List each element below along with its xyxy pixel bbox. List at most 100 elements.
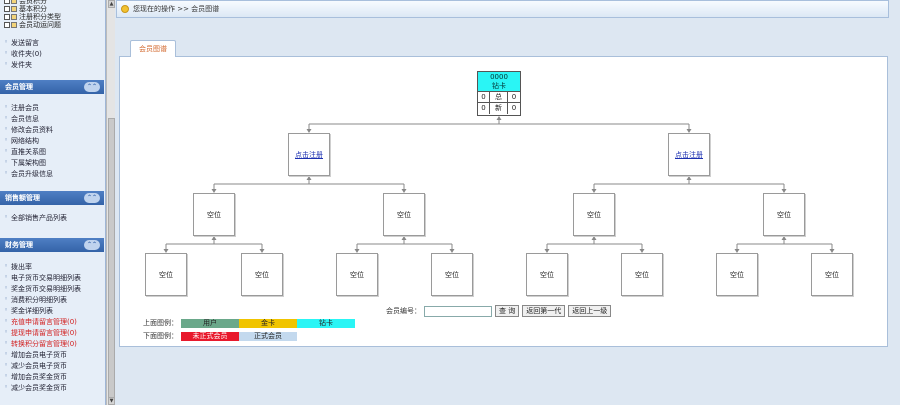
- sidebar-message-list: 发送留言收件夹(0)发件夹: [3, 37, 103, 71]
- member-level: 钻卡: [492, 82, 506, 90]
- sidebar-section-finance[interactable]: 财务管理 ⌃⌃: [0, 238, 104, 252]
- register-link[interactable]: 点击注册: [295, 150, 323, 159]
- empty-position-node[interactable]: 空位: [383, 193, 425, 236]
- sidebar-finance-item[interactable]: 减少会员电子货币: [3, 360, 103, 372]
- legend-swatch-official-member: 正式会员: [239, 331, 297, 341]
- member-code: 0000: [490, 73, 508, 81]
- empty-position-node[interactable]: 空位: [716, 253, 758, 296]
- empty-position-node[interactable]: 空位: [621, 253, 663, 296]
- collapse-icon[interactable]: ⌃⌃: [84, 193, 100, 203]
- sidebar-sales-list: 全部销售产品列表: [3, 212, 103, 224]
- empty-position-node[interactable]: 空位: [526, 253, 568, 296]
- sidebar-message-item[interactable]: 发件夹: [3, 59, 103, 71]
- sidebar-finance-list: 拨出率电子货币交易明细列表奖金货币交易明细列表消费积分明细列表奖金详细列表充值申…: [3, 261, 103, 394]
- empty-position-node[interactable]: 空位: [811, 253, 853, 296]
- sidebar-finance-item[interactable]: 充值申请留言管理(0): [3, 316, 103, 328]
- legend-swatch-unofficial-member: 未正式会员: [181, 331, 239, 341]
- sidebar-member-list: 注册会员会员信息修改会员资料网络结构直推关系图下属架构图会员升级信息: [3, 102, 103, 180]
- sidebar-member-item[interactable]: 直推关系图: [3, 146, 103, 158]
- folder-icon: [11, 22, 17, 28]
- section-title: 财务管理: [5, 241, 33, 249]
- checkbox[interactable]: [4, 14, 10, 20]
- lower-legend: 下面图例： 未正式会员 正式会员: [143, 331, 297, 341]
- sidebar-finance-item[interactable]: 拨出率: [3, 261, 103, 273]
- section-title: 销售额管理: [5, 194, 40, 202]
- sidebar-finance-item[interactable]: 转换积分留言管理(0): [3, 338, 103, 350]
- empty-position-node[interactable]: 空位: [763, 193, 805, 236]
- sidebar-checkbox-list: 会员积分基本积分注册积分类型会员动运问题: [4, 0, 104, 29]
- checkbox-label: 会员动运问题: [19, 21, 61, 29]
- sidebar-member-item[interactable]: 注册会员: [3, 102, 103, 114]
- collapse-icon[interactable]: ⌃⌃: [84, 240, 100, 250]
- right-new: 0: [511, 104, 517, 112]
- sidebar-finance-item[interactable]: 奖金货币交易明细列表: [3, 283, 103, 295]
- sidebar-finance-item[interactable]: 减少会员奖金货币: [3, 382, 103, 394]
- empty-position-node[interactable]: 空位: [193, 193, 235, 236]
- sidebar-member-item[interactable]: 下属架构图: [3, 157, 103, 169]
- checkbox[interactable]: [4, 22, 10, 28]
- member-number-input[interactable]: [424, 305, 492, 317]
- member-search: 会员编号： 查 询 返回第一代 返回上一级: [386, 305, 612, 317]
- legend-label: 下面图例：: [143, 332, 178, 340]
- empty-position-node[interactable]: 空位: [336, 253, 378, 296]
- empty-position-node[interactable]: 空位: [573, 193, 615, 236]
- sidebar-message-item[interactable]: 发送留言: [3, 37, 103, 49]
- checkbox[interactable]: [4, 0, 10, 4]
- left-total: 0: [478, 92, 490, 103]
- sidebar-member-item[interactable]: 会员升级信息: [3, 168, 103, 180]
- tab-member-tree[interactable]: 会员图谱: [130, 40, 176, 57]
- left-new: 0: [478, 103, 490, 114]
- checkbox[interactable]: [4, 6, 10, 12]
- register-node[interactable]: 点击注册: [668, 133, 710, 176]
- empty-position-node[interactable]: 空位: [431, 253, 473, 296]
- checkbox-label: 会员积分: [19, 0, 47, 5]
- sidebar-finance-item[interactable]: 增加会员电子货币: [3, 349, 103, 361]
- sidebar-section-member[interactable]: 会员管理 ⌃⌃: [0, 80, 104, 94]
- sidebar-finance-item[interactable]: 电子货币交易明细列表: [3, 272, 103, 284]
- empty-position-node[interactable]: 空位: [241, 253, 283, 296]
- sidebar-finance-item[interactable]: 增加会员奖金货币: [3, 371, 103, 383]
- section-title: 会员管理: [5, 83, 33, 91]
- folder-icon: [11, 6, 17, 12]
- scrollbar-thumb[interactable]: [108, 118, 115, 398]
- search-label: 会员编号：: [386, 307, 421, 315]
- folder-icon: [11, 0, 17, 4]
- back-one-level-button[interactable]: 返回上一级: [568, 305, 612, 317]
- empty-position-node[interactable]: 空位: [145, 253, 187, 296]
- sidebar-section-sales[interactable]: 销售额管理 ⌃⌃: [0, 191, 104, 205]
- sidebar-finance-item[interactable]: 提现申请留言管理(0): [3, 327, 103, 339]
- sidebar-member-item[interactable]: 网络结构: [3, 135, 103, 147]
- sidebar-scrollbar[interactable]: ▲ ▼: [106, 0, 115, 405]
- bulb-icon: [121, 5, 129, 13]
- sidebar-finance-item[interactable]: 奖金详细列表: [3, 305, 103, 317]
- sidebar-checkbox-row[interactable]: 注册积分类型: [4, 13, 104, 21]
- sidebar-member-item[interactable]: 会员信息: [3, 113, 103, 125]
- legend-swatch-gold-card: 金卡: [239, 318, 297, 328]
- sidebar-checkbox-row[interactable]: 会员动运问题: [4, 21, 104, 29]
- legend-swatch-diamond-card: 钻卡: [297, 318, 355, 328]
- legend-swatch-user: 用户: [181, 318, 239, 328]
- sidebar-message-item[interactable]: 收件夹(0): [3, 48, 103, 60]
- sidebar-finance-item[interactable]: 消费积分明细列表: [3, 294, 103, 306]
- back-to-first-generation-button[interactable]: 返回第一代: [522, 305, 566, 317]
- collapse-icon[interactable]: ⌃⌃: [84, 82, 100, 92]
- root-member-node[interactable]: 0000 钻卡 0 总 0 0 新 0: [477, 71, 521, 116]
- scroll-up-arrow-icon[interactable]: ▲: [108, 0, 115, 8]
- right-total: 0: [508, 92, 520, 103]
- sidebar-checkbox-row[interactable]: 会员积分: [4, 0, 104, 5]
- checkbox-label: 注册积分类型: [19, 13, 61, 21]
- sidebar-sales-item[interactable]: 全部销售产品列表: [3, 212, 103, 224]
- breadcrumb-bar: 您现在的操作 >> 会员图谱: [116, 0, 889, 18]
- sidebar-checkbox-row[interactable]: 基本积分: [4, 5, 104, 13]
- register-link[interactable]: 点击注册: [675, 150, 703, 159]
- breadcrumb: 您现在的操作 >> 会员图谱: [133, 5, 220, 13]
- search-button[interactable]: 查 询: [495, 305, 520, 317]
- total-label: 总: [490, 92, 508, 103]
- folder-icon: [11, 14, 17, 20]
- upper-legend: 上面图例： 用户 金卡 钻卡: [143, 318, 355, 328]
- sidebar-member-item[interactable]: 修改会员资料: [3, 124, 103, 136]
- register-node[interactable]: 点击注册: [288, 133, 330, 176]
- new-label: 新: [490, 103, 508, 114]
- scroll-down-arrow-icon[interactable]: ▼: [108, 397, 115, 405]
